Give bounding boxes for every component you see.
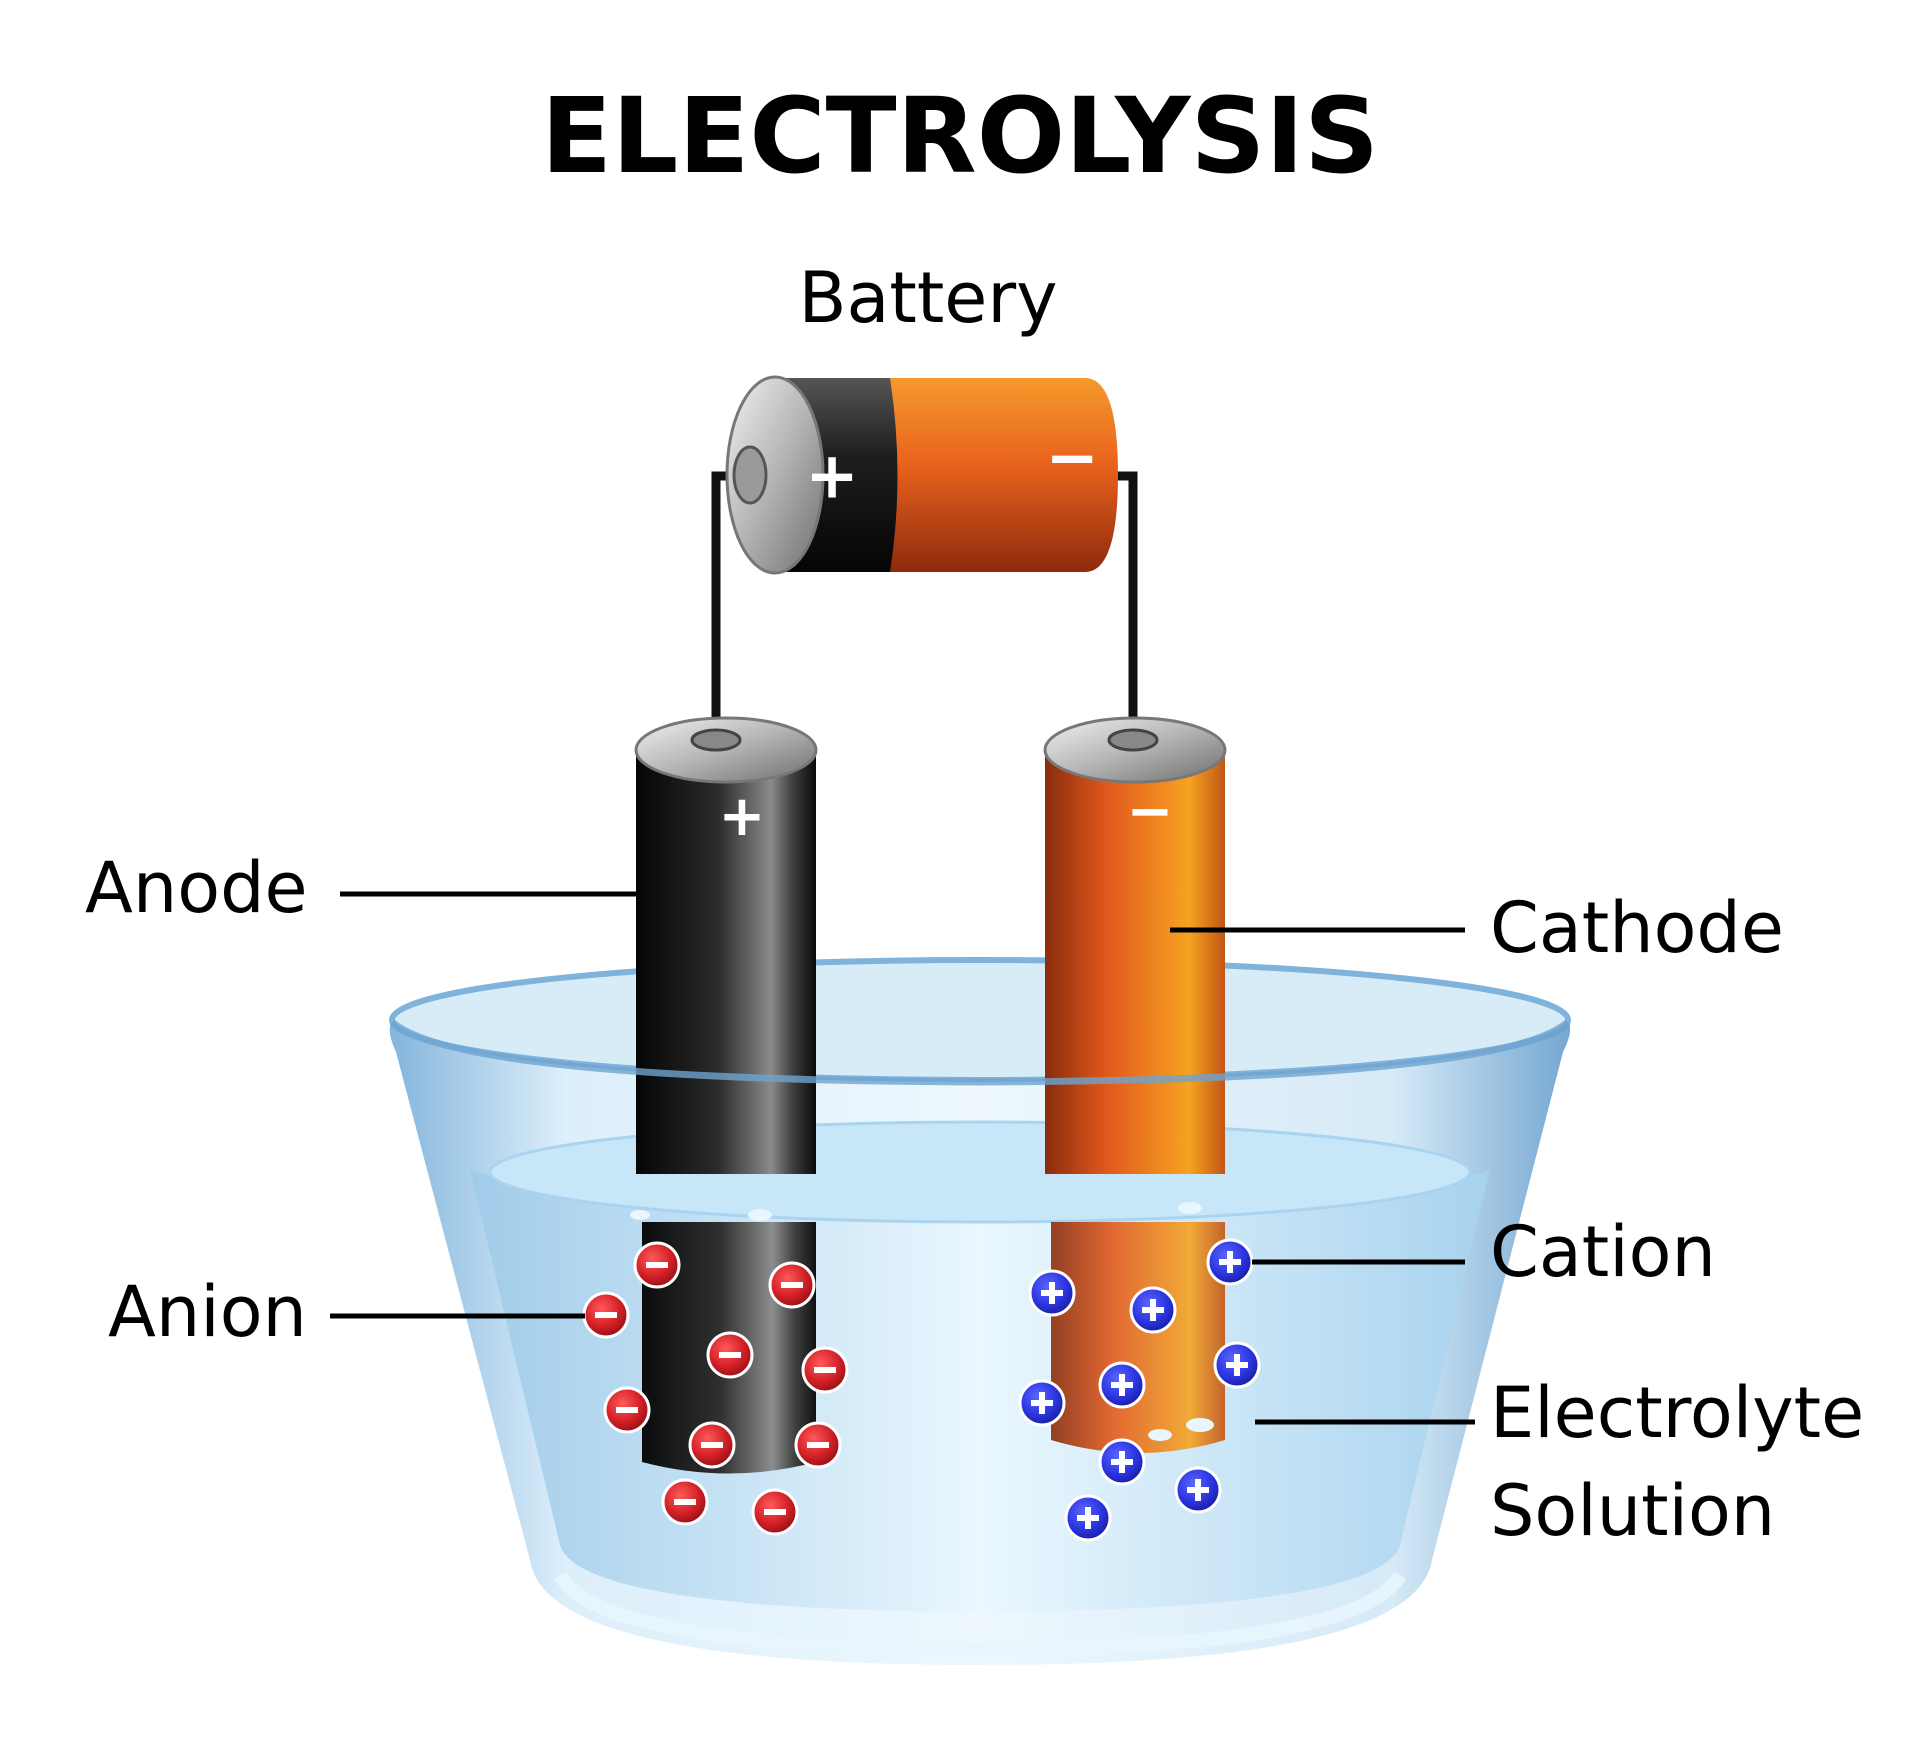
anion: [688, 1421, 736, 1469]
cathode-submerged-body: [1051, 1222, 1225, 1453]
anode-electrode: +: [634, 716, 818, 1474]
cathode-terminal: [1107, 728, 1159, 752]
bubble: [1178, 1202, 1202, 1214]
cation: [1129, 1286, 1177, 1334]
cation: [1213, 1341, 1261, 1389]
anion: [603, 1386, 651, 1434]
anion-label: Anion: [108, 1271, 307, 1353]
battery-end-cap: [725, 375, 825, 575]
cation: [1018, 1379, 1066, 1427]
anode-label: Anode: [85, 847, 308, 929]
cathode-negative-sign: −: [1127, 779, 1174, 844]
anion: [751, 1488, 799, 1536]
anode-upper-body: [636, 752, 816, 1174]
anion: [661, 1478, 709, 1526]
cation: [1206, 1238, 1254, 1286]
bubble: [630, 1210, 650, 1220]
page-title: ELECTROLYSIS: [541, 75, 1379, 197]
cation: [1098, 1438, 1146, 1486]
battery-terminal: [732, 445, 768, 505]
cations: [1018, 1238, 1261, 1542]
cathode-upper-body: [1045, 752, 1225, 1174]
anions: [582, 1241, 849, 1536]
battery-positive-sign: +: [805, 440, 859, 514]
beaker-front-rim: [389, 1019, 1571, 1086]
anion: [633, 1241, 681, 1289]
battery: + −: [725, 375, 1118, 575]
bubble: [1148, 1429, 1172, 1441]
bubble: [748, 1209, 772, 1221]
anion: [706, 1331, 754, 1379]
anode-positive-sign: +: [719, 784, 766, 849]
anion: [794, 1421, 842, 1469]
electrolyte-label-line2: Solution: [1490, 1470, 1775, 1552]
beaker-back-rim: [389, 957, 1571, 1083]
cation-label: Cation: [1490, 1211, 1716, 1293]
electrolyte-label-line1: Electrolyte: [1490, 1372, 1864, 1454]
bubble: [1186, 1418, 1214, 1432]
battery-label: Battery: [798, 257, 1057, 339]
anion: [768, 1261, 816, 1309]
cathode-label: Cathode: [1490, 887, 1784, 969]
cation: [1028, 1269, 1076, 1317]
anode-terminal: [690, 728, 742, 752]
cation: [1064, 1494, 1112, 1542]
bubbles: [630, 1202, 1214, 1441]
cation: [1098, 1361, 1146, 1409]
battery-orange-section: [880, 378, 1118, 572]
cation: [1174, 1466, 1222, 1514]
battery-negative-sign: −: [1045, 422, 1099, 496]
anion: [582, 1291, 630, 1339]
cathode-electrode: −: [1043, 716, 1227, 1453]
anion: [801, 1346, 849, 1394]
beaker-base: [553, 1571, 1407, 1658]
